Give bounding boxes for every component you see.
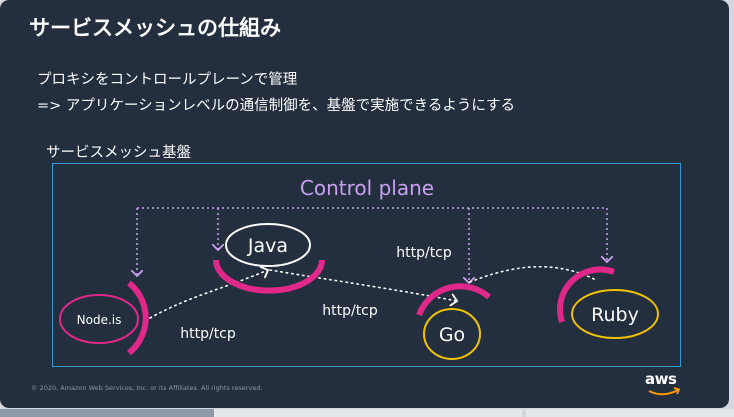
proxy-arc-go xyxy=(416,283,491,317)
body-line-proxy-management: プロキシをコントロールプレーンで管理 xyxy=(37,72,298,88)
aws-logo: aws xyxy=(645,370,685,400)
service-label-ruby: Ruby xyxy=(591,304,639,326)
edge-label-go-to-ruby: http/tcp xyxy=(396,245,452,261)
edge-label-java-to-go: http/tcp xyxy=(322,303,378,319)
edge-label-node-to-java: http/tcp xyxy=(180,326,236,342)
proxy-arc-nodejs xyxy=(127,280,149,356)
section-label-service-mesh: サービスメッシュ基盤 xyxy=(46,145,191,161)
service-node-go xyxy=(423,308,481,360)
service-label-java: Java xyxy=(247,235,288,257)
slide: サービスメッシュの仕組み プロキシをコントロールプレーンで管理 => アプリケー… xyxy=(0,0,729,408)
proxy-arc-java xyxy=(213,259,325,294)
slide-title: サービスメッシュの仕組み xyxy=(29,16,281,40)
copyright-notice: © 2020, Amazon Web Services, Inc. or its… xyxy=(31,384,263,392)
service-mesh-diagram: Control plane Node.is Java Go Ruby http/… xyxy=(59,176,659,360)
control-plane-label: Control plane xyxy=(300,176,434,200)
control-plane-lines xyxy=(137,207,607,283)
bottom-strip-left xyxy=(0,409,214,417)
aws-smile-icon xyxy=(648,387,681,396)
aws-logo-text: aws xyxy=(645,370,677,388)
service-label-go: Go xyxy=(439,324,465,346)
proxy-arc-ruby xyxy=(557,266,616,323)
body-line-platform-control: => アプリケーションレベルの通信制御を、基盤で実施できるようにする xyxy=(37,98,515,114)
bottom-strip-right xyxy=(526,409,734,417)
service-node-nodejs xyxy=(59,294,139,344)
service-mesh-frame xyxy=(52,163,681,367)
bottom-strip-middle xyxy=(214,409,522,417)
service-node-ruby xyxy=(571,289,659,339)
data-line-java-to-go xyxy=(269,269,457,301)
service-label-nodejs: Node.is xyxy=(77,313,122,327)
service-node-java xyxy=(225,223,311,267)
data-line-node-to-java xyxy=(149,270,268,319)
